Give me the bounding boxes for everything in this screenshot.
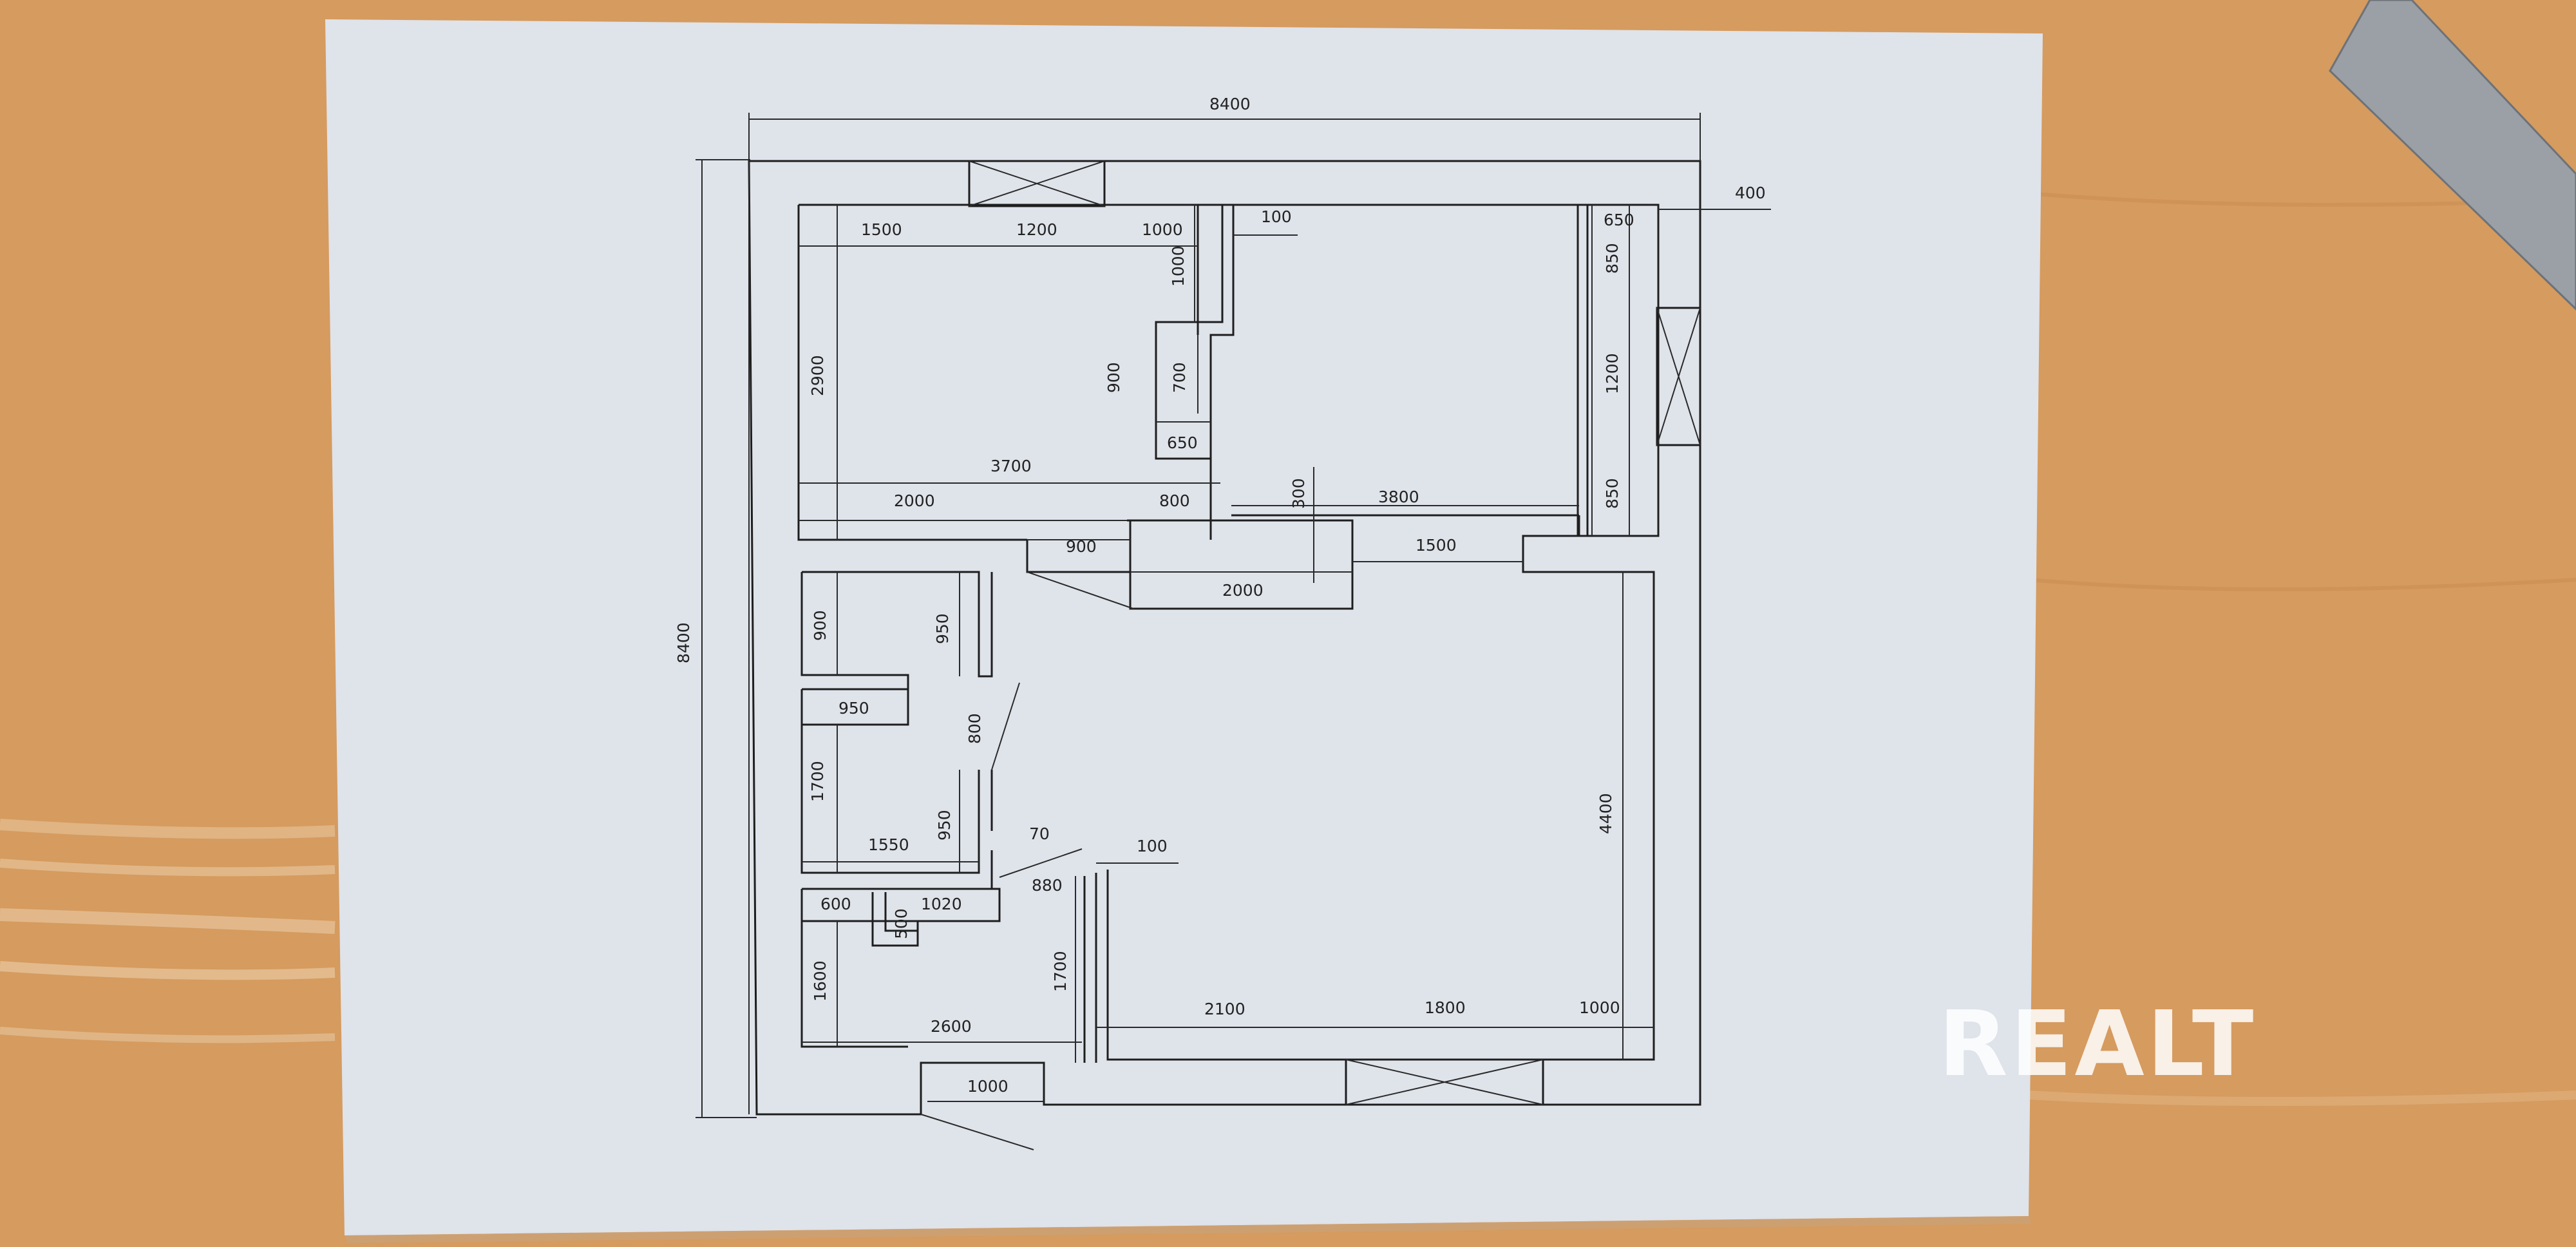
dim-right-850-top: 850 <box>1603 243 1622 274</box>
dim-top-650: 650 <box>1604 211 1634 229</box>
dim-room-3700: 3700 <box>990 457 1032 475</box>
dim-low-1600: 1600 <box>811 960 829 1002</box>
dim-room-800: 800 <box>1159 491 1190 510</box>
dim-low-1700: 1700 <box>1051 951 1070 992</box>
paper-sheet <box>325 19 2043 1235</box>
dim-bath-900: 900 <box>811 610 829 641</box>
dim-low-1020: 1020 <box>921 895 962 913</box>
realt-watermark: REALT <box>1938 992 2257 1097</box>
dim-bot-1000-right: 1000 <box>1579 998 1620 1017</box>
dim-room-3800: 3800 <box>1378 488 1419 506</box>
dim-top-1200: 1200 <box>1016 220 1057 239</box>
dimension-lines <box>696 113 1771 1118</box>
dim-notch-650: 650 <box>1167 433 1198 452</box>
dim-top-100: 100 <box>1261 207 1292 226</box>
dim-low-600: 600 <box>820 895 851 913</box>
dim-hall-1700: 1700 <box>808 761 827 802</box>
dim-total-width: 8400 <box>1209 95 1251 113</box>
dim-top-1000: 1000 <box>1142 220 1183 239</box>
dim-door-1500: 1500 <box>1416 536 1457 555</box>
dim-bath-950-v: 950 <box>933 613 952 644</box>
dim-door-900: 900 <box>1066 537 1097 556</box>
dim-bot-1000: 1000 <box>967 1077 1009 1096</box>
floor-plan-drawing: 8400 8400 400 1500 1200 1000 100 650 290… <box>674 95 1771 1150</box>
dim-right-1200: 1200 <box>1603 353 1622 394</box>
dim-room-2000: 2000 <box>894 491 935 510</box>
dim-right-850-bottom: 850 <box>1603 478 1622 509</box>
dim-angle-100: 100 <box>1137 837 1168 855</box>
exterior-walls <box>748 160 1701 1116</box>
dim-ext-wall: 400 <box>1735 184 1766 202</box>
dim-low-880: 880 <box>1032 876 1063 895</box>
dim-bot-1800: 1800 <box>1425 998 1466 1017</box>
dim-notch-1000: 1000 <box>1169 245 1188 287</box>
dim-hall-800: 800 <box>965 713 984 744</box>
dim-top-1500: 1500 <box>861 220 902 239</box>
dim-bath-950-h: 950 <box>838 699 869 718</box>
dim-low-2600: 2600 <box>931 1017 972 1036</box>
window-right <box>1656 307 1701 446</box>
dim-low-500: 500 <box>892 908 911 939</box>
dim-liv-4400: 4400 <box>1596 793 1615 834</box>
dimension-labels: 8400 8400 400 1500 1200 1000 100 650 290… <box>674 95 1766 1096</box>
dim-hall-950-v: 950 <box>935 810 954 841</box>
window-bottom <box>1345 1058 1544 1106</box>
window-top <box>968 160 1106 207</box>
dim-beam-2000: 2000 <box>1222 581 1264 600</box>
metal-ruler <box>2329 0 2576 311</box>
dim-left-2900: 2900 <box>808 355 827 396</box>
dim-angle-70: 70 <box>1029 824 1050 843</box>
interior-walls <box>800 205 1589 1150</box>
dim-hall-1550: 1550 <box>868 835 909 854</box>
dim-total-height: 8400 <box>674 622 693 663</box>
dim-notch-700: 700 <box>1170 362 1189 393</box>
dim-stub-300: 300 <box>1289 478 1308 509</box>
dim-notch-900: 900 <box>1104 362 1123 393</box>
dim-bot-2100: 2100 <box>1204 1000 1245 1018</box>
